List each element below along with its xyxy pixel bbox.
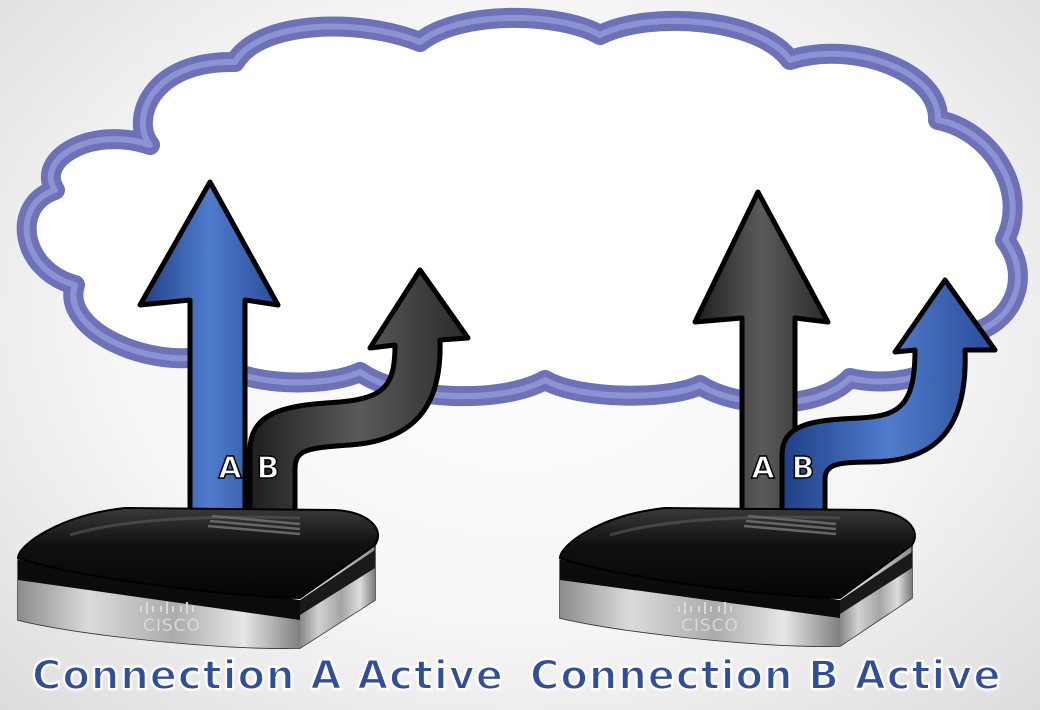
arrow-label-a: A [218,451,242,486]
arrow-label-b: B [792,451,815,486]
router-icon: CISCO [18,508,378,648]
cloud-icon [27,18,1018,403]
router-icon: CISCO [560,508,915,646]
caption-connection-b: Connection B Active [530,648,1001,704]
arrow-label-b: B [257,451,280,486]
caption-connection-a: Connection A Active [32,648,504,704]
brand-label: CISCO [681,616,739,636]
brand-label: CISCO [143,616,201,636]
arrow-label-a: A [751,451,775,486]
